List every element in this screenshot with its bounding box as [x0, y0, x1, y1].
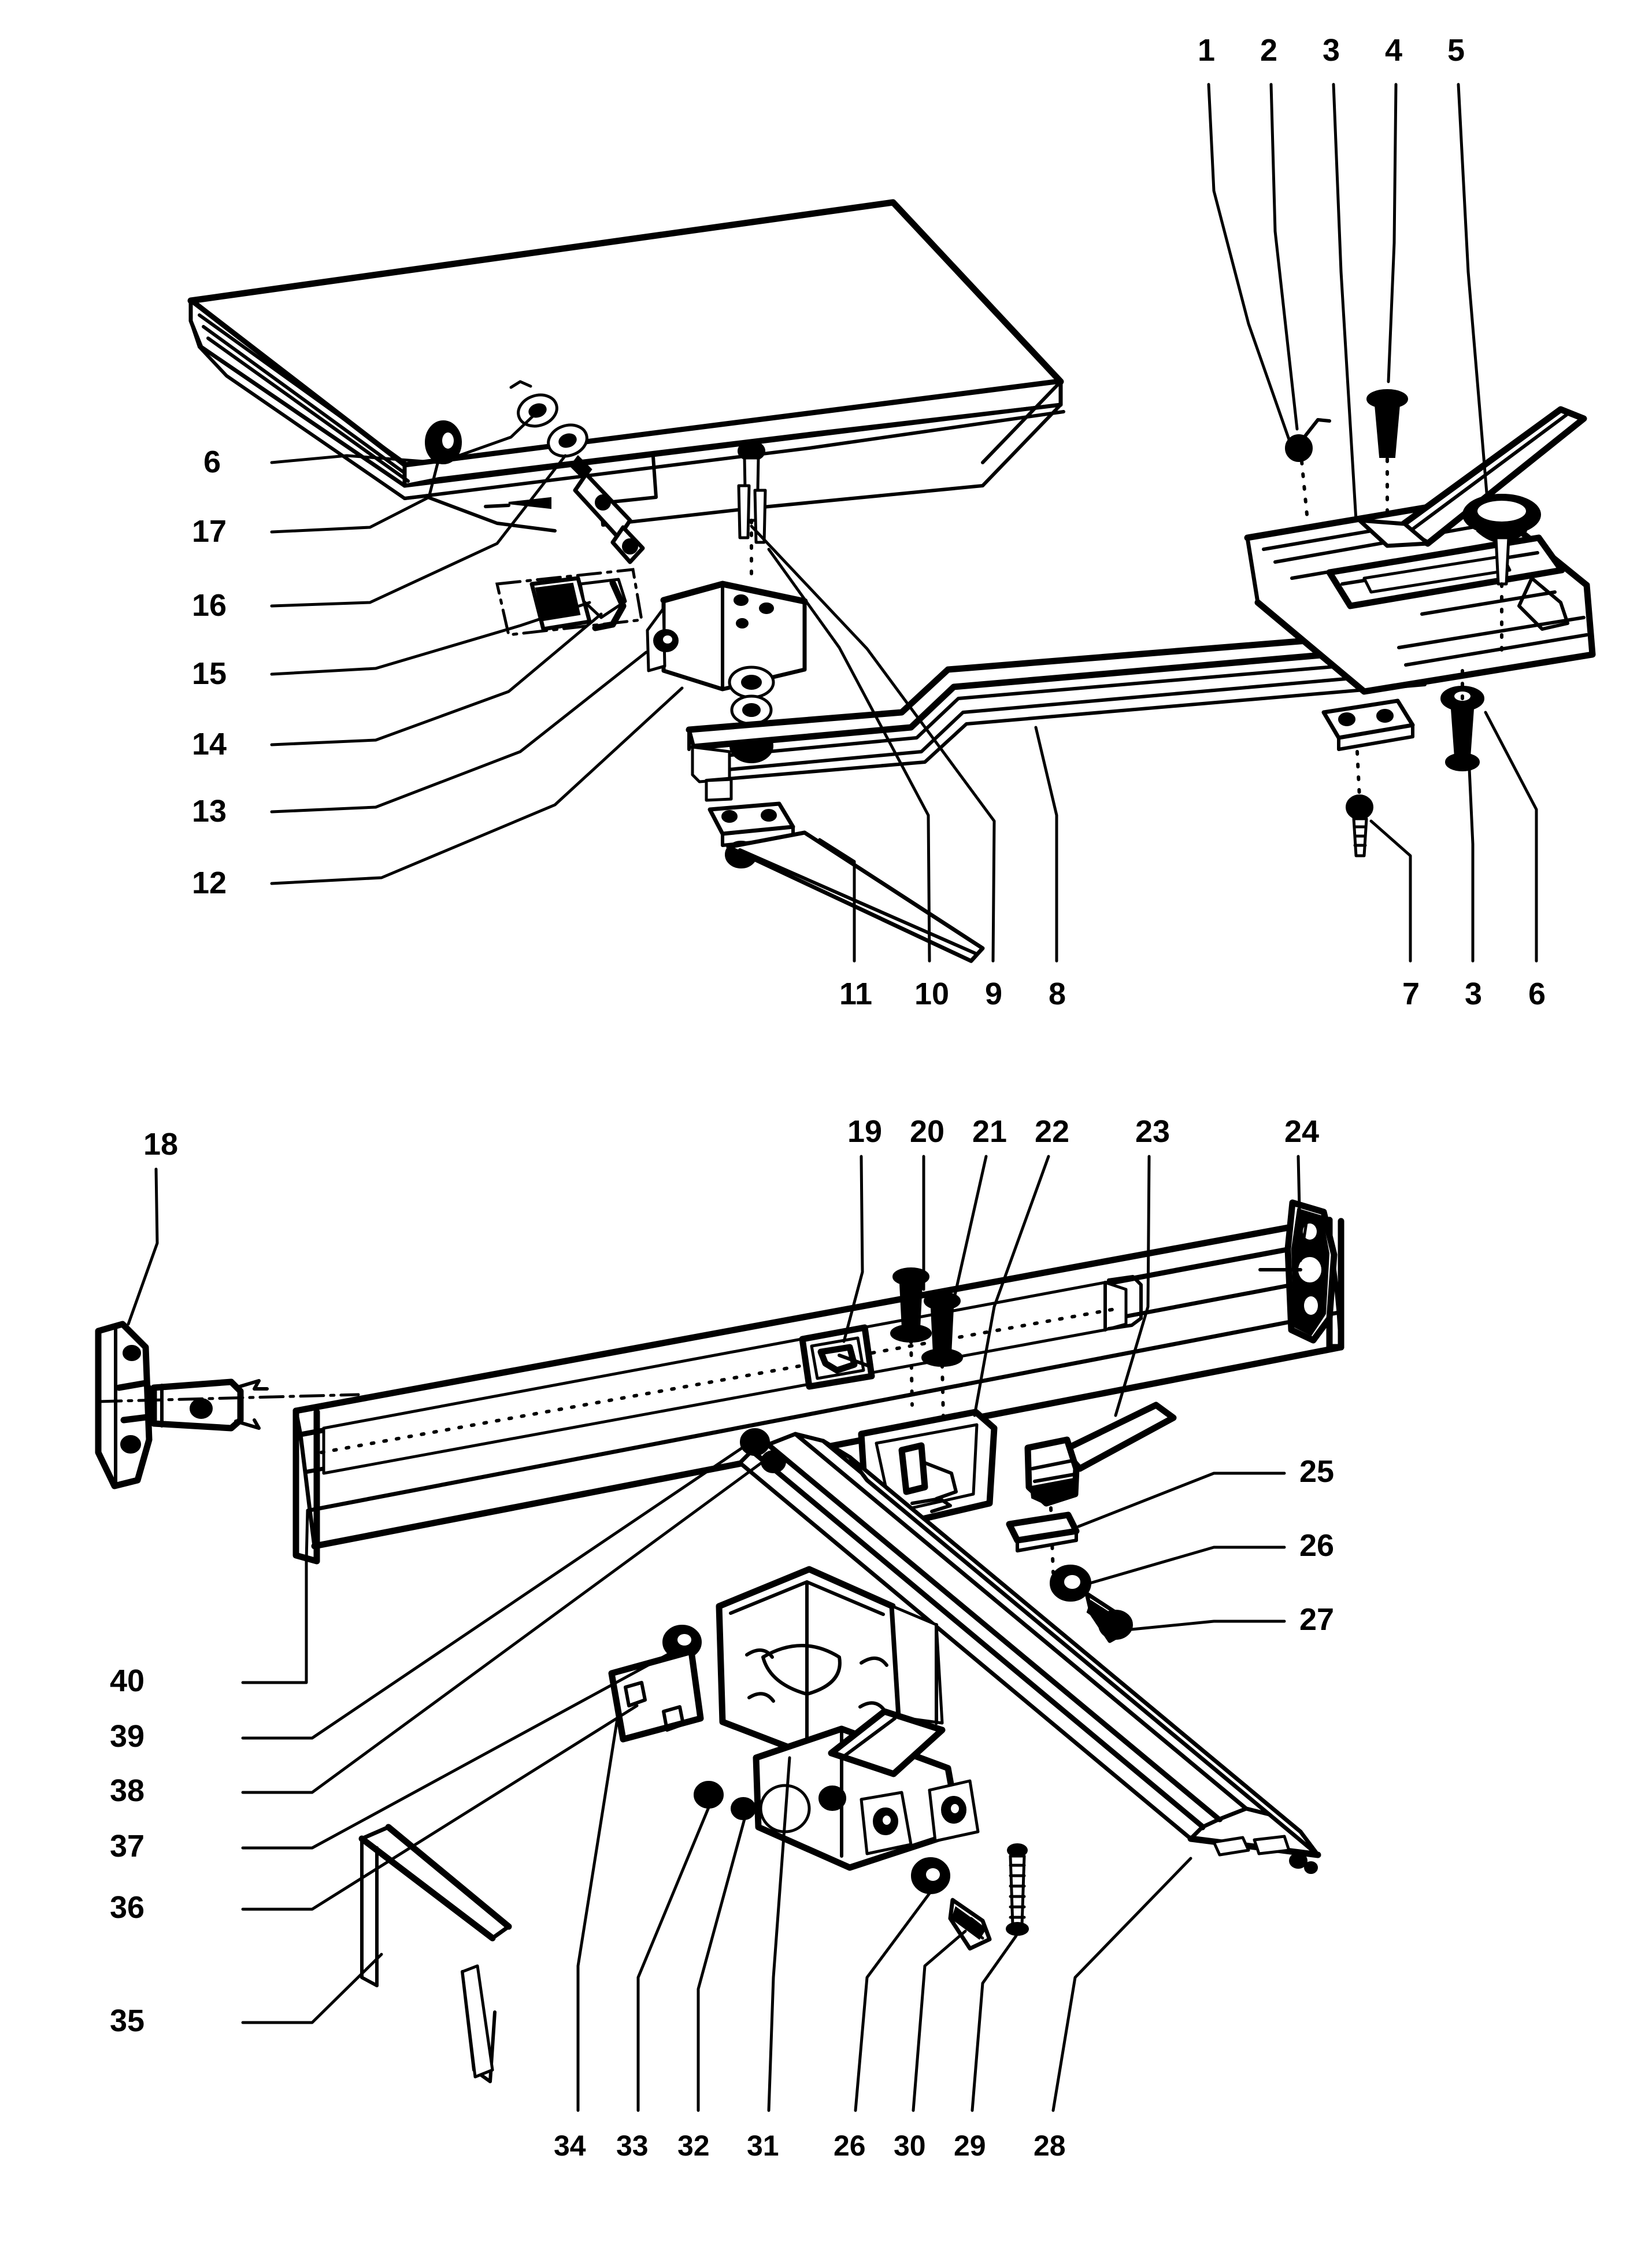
callout-12: 12 — [192, 866, 227, 900]
callout-8: 8 — [1049, 977, 1066, 1011]
part-26-27-washer-bolt — [1050, 1565, 1133, 1643]
callout-2: 2 — [1260, 33, 1278, 68]
lower-leader-lines-top — [127, 1155, 1309, 1417]
part-11-plate — [708, 801, 795, 868]
part-6-screw-lower — [1440, 669, 1484, 771]
callout-25: 25 — [1299, 1454, 1335, 1489]
callout-6: 6 — [203, 445, 221, 479]
callout-37: 37 — [110, 1829, 145, 1864]
callout-29: 29 — [954, 2130, 986, 2162]
callout-39: 39 — [110, 1719, 145, 1754]
upper-right-assembly — [1244, 389, 1596, 857]
callout-18: 18 — [143, 1127, 179, 1162]
part-19-lock-housing — [799, 1324, 875, 1390]
part-31-hex-plate — [716, 1566, 944, 1758]
callout-5: 5 — [1447, 33, 1465, 68]
callout-27: 27 — [1299, 1602, 1335, 1637]
callout-34: 34 — [554, 2130, 586, 2162]
part-6-washers-upper — [509, 380, 588, 458]
lower-leader-lines-left — [241, 1444, 765, 2024]
callout-23: 23 — [1135, 1114, 1171, 1149]
callout-28: 28 — [1034, 2130, 1066, 2162]
extension-table-top — [187, 199, 1065, 533]
callout-15: 15 — [192, 656, 227, 691]
lower-panel-artwork — [95, 1199, 1344, 2083]
part-3-knob-upper — [1462, 494, 1541, 661]
part-17-knob — [425, 420, 462, 464]
fence-beam — [292, 1217, 1344, 1565]
part-25-pad — [1006, 1511, 1080, 1552]
callout-33: 33 — [616, 2130, 649, 2162]
callout-35: 35 — [110, 2003, 145, 2038]
carriage-rail — [738, 1432, 1321, 1874]
callout-38: 38 — [110, 1773, 145, 1808]
callout-32: 32 — [677, 2130, 710, 2162]
part-38-39-balls — [740, 1428, 786, 1473]
callout-16: 16 — [192, 588, 227, 623]
upper-panel-artwork — [187, 199, 1596, 963]
callout-11: 11 — [839, 977, 873, 1011]
upper-leader-lines-top-right — [1207, 83, 1488, 522]
callout-1: 1 — [1198, 33, 1216, 68]
part-23-lever-handle — [1024, 1402, 1177, 1574]
callout-24: 24 — [1284, 1114, 1320, 1149]
callout-26-lower: 26 — [834, 2130, 866, 2162]
part-14-13-fasteners — [737, 441, 767, 586]
part-20-21-screws — [890, 1267, 963, 1419]
lower-leader-lines-bottom — [576, 1710, 1192, 2112]
upper-leader-lines-left — [270, 410, 684, 885]
callout-22: 22 — [1035, 1114, 1070, 1149]
part-29-30-roller-bracket — [753, 1708, 980, 1871]
callout-3: 3 — [1323, 33, 1340, 68]
callout-13: 13 — [192, 794, 227, 829]
callout-21: 21 — [972, 1114, 1008, 1149]
callout-7: 7 — [1402, 977, 1420, 1011]
callout-26: 26 — [1299, 1528, 1335, 1563]
callout-14: 14 — [192, 727, 227, 761]
part-26-30-fasteners-lower — [911, 1843, 1029, 1951]
callout-9: 9 — [985, 977, 1003, 1011]
callout-6-lower: 6 — [1528, 977, 1546, 1011]
part-15-latch-bracket — [495, 568, 643, 637]
lower-leader-lines-right — [1077, 1472, 1286, 1631]
callout-40: 40 — [110, 1663, 145, 1698]
part-16-pin-sleeve — [484, 454, 645, 564]
part-7-plate — [1321, 698, 1415, 857]
callout-10: 10 — [914, 977, 950, 1011]
callout-31: 31 — [747, 2130, 779, 2162]
callout-36: 36 — [110, 1890, 145, 1925]
callout-30: 30 — [894, 2130, 926, 2162]
part-18-left-endcap — [95, 1321, 158, 1489]
callout-19: 19 — [847, 1114, 883, 1149]
upper-leader-lines-bottom — [750, 524, 1538, 963]
callout-20: 20 — [910, 1114, 945, 1149]
callout-3-lower: 3 — [1465, 977, 1483, 1011]
part-40-cylinder-insert — [97, 1378, 360, 1432]
callout-17: 17 — [192, 514, 227, 549]
callout-4: 4 — [1385, 33, 1403, 68]
